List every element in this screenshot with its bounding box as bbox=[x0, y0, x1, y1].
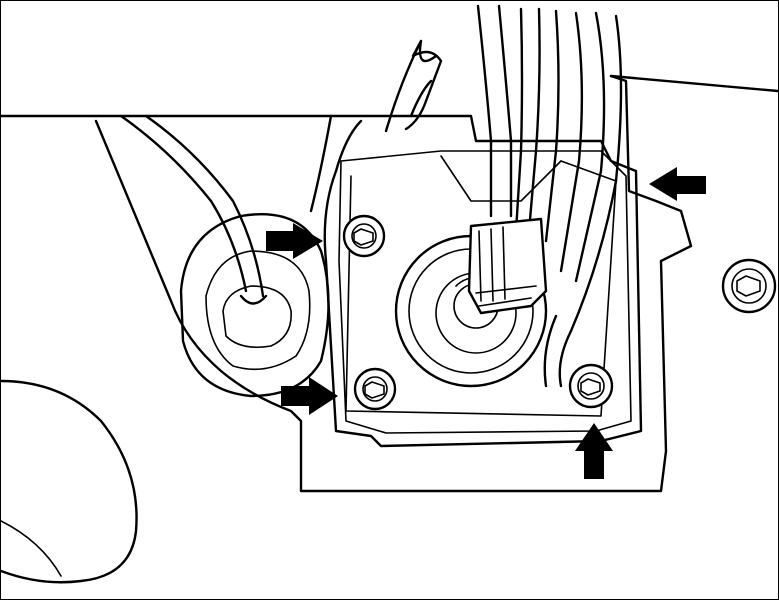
bracket-left-edge bbox=[309, 114, 333, 213]
housing-outline bbox=[94, 74, 693, 493]
bolt-top-left bbox=[342, 214, 386, 258]
cable-left-end bbox=[239, 294, 268, 305]
finger-shape bbox=[1, 379, 138, 584]
bolt-bottom-right bbox=[568, 363, 614, 409]
arrow-up-icon bbox=[575, 423, 613, 479]
cover-plate-outer bbox=[323, 114, 643, 448]
cable-left-b bbox=[144, 114, 265, 298]
panel-top-edge-right bbox=[609, 74, 778, 93]
cover-plate-notch bbox=[440, 155, 562, 202]
cable-bundle bbox=[476, 4, 623, 388]
cable-clamp bbox=[467, 217, 548, 315]
arrow-right-icon bbox=[266, 223, 323, 259]
spring-clip bbox=[384, 39, 443, 133]
arrow-left-icon bbox=[649, 167, 706, 201]
cover-plate-rim bbox=[345, 160, 617, 417]
finger-crease bbox=[1, 520, 62, 577]
bolt-bottom-left bbox=[353, 367, 397, 411]
bolt-far-right bbox=[721, 258, 777, 314]
cable-left-a bbox=[119, 114, 248, 293]
left-grommet-center bbox=[222, 285, 292, 349]
left-grommet-inner bbox=[205, 250, 311, 371]
arrow-right-icon bbox=[281, 377, 338, 415]
